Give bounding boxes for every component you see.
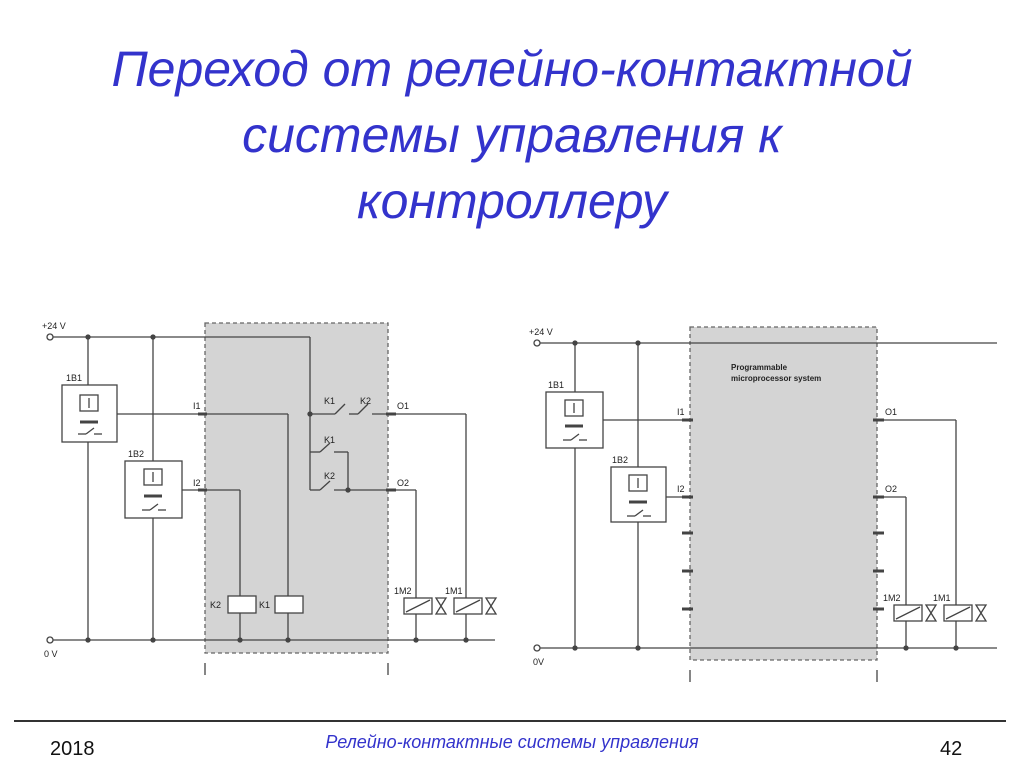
- left-coil-k2: [227, 595, 257, 614]
- right-ground-label: 0V: [533, 657, 544, 667]
- left-ground-label: 0 V: [44, 649, 58, 659]
- right-output2-label: O2: [885, 484, 897, 494]
- left-diagram: [46, 322, 498, 675]
- left-supply-label: +24 V: [42, 321, 66, 331]
- slide-title: Переход от релейно-контактной системы уп…: [0, 36, 1024, 234]
- plc-label-line2: microprocessor system: [731, 374, 821, 383]
- plc-label-line1: Programmable: [731, 363, 788, 372]
- left-coil-k1-label: K1: [259, 600, 270, 610]
- left-input2-label: I2: [193, 478, 201, 488]
- left-contact-k2-a: K2: [360, 396, 371, 406]
- left-valve2-label: 1M2: [394, 586, 412, 596]
- left-contact-k1-b: K1: [324, 435, 335, 445]
- left-valve1-label: 1M1: [445, 586, 463, 596]
- title-line-1: Переход от релейно-контактной: [111, 41, 913, 97]
- left-sensor2-label: 1B2: [128, 449, 144, 459]
- right-supply-label: +24 V: [529, 327, 553, 337]
- right-diagram: [533, 326, 997, 682]
- footer-course: Релейно-контактные системы управления: [325, 732, 699, 752]
- right-output1-label: O1: [885, 407, 897, 417]
- title-line-3: контроллеру: [357, 173, 667, 229]
- left-coil-k2-label: K2: [210, 600, 221, 610]
- left-sensor1-label: 1B1: [66, 373, 82, 383]
- left-contact-k2-b: K2: [324, 471, 335, 481]
- left-output1-label: O1: [397, 401, 409, 411]
- footer-year: 2018: [50, 738, 95, 760]
- left-input1-label: I1: [193, 401, 201, 411]
- right-sensor2-label: 1B2: [612, 455, 628, 465]
- footer-divider: [14, 720, 1006, 722]
- right-sensor1-label: 1B1: [548, 380, 564, 390]
- page-number: 42: [940, 738, 963, 760]
- plc-box: [689, 326, 878, 661]
- left-contact-k1-a: K1: [324, 396, 335, 406]
- left-sensor-1b1: [61, 384, 118, 443]
- left-coil-k1: [274, 595, 304, 614]
- right-input2-label: I2: [677, 484, 685, 494]
- left-output2-label: O2: [397, 478, 409, 488]
- title-line-2: системы управления к: [242, 107, 782, 163]
- right-valve1-label: 1M1: [933, 593, 951, 603]
- right-valve2-label: 1M2: [883, 593, 901, 603]
- right-input1-label: I1: [677, 407, 685, 417]
